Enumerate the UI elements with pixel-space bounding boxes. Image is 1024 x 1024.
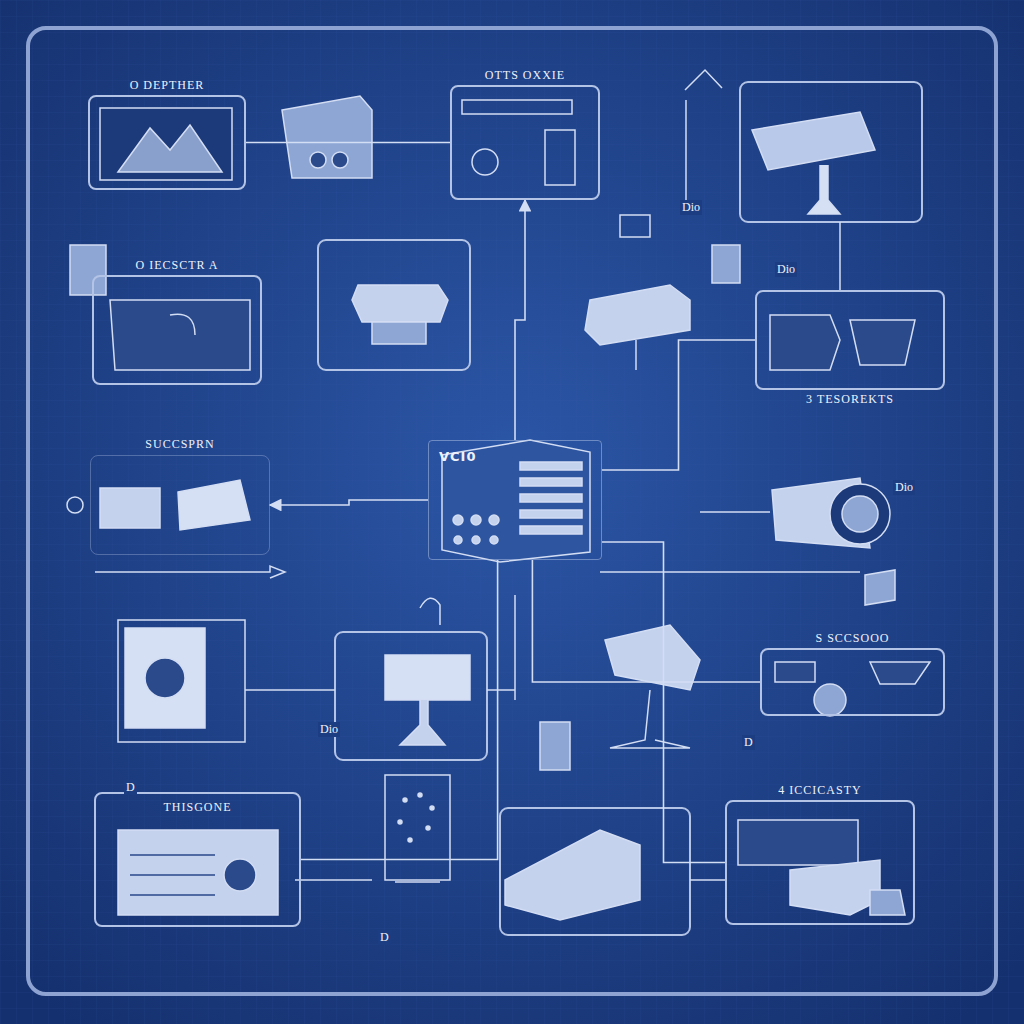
connector [270,500,428,505]
device-box: S SCCSOOO [760,648,945,716]
server-hub: VCI0 [428,440,602,560]
callout-label: D [742,735,755,750]
connector [602,340,755,470]
node-heading: O IECSCTR A [135,258,218,277]
device-box: O IECSCTR A [92,275,262,385]
device-box: O DEPTHER [88,95,246,190]
node-heading: VCI0 [429,441,601,472]
node-heading: O DEPTHER [130,78,205,97]
node-heading: 4 ICCICASTY [778,783,861,802]
callout-label: D [124,780,137,795]
callout-label: D [378,930,391,945]
device-group: SUCCSPRN [90,455,270,555]
node-heading: S SCCSOOO [815,631,889,650]
device-box: THISGONE [94,792,301,927]
connector [301,560,498,860]
connector [532,560,760,682]
callout-label: Dio [775,262,797,277]
device-box: OTTS OXXIE [450,85,600,200]
callout-label: Dio [318,722,340,737]
callout-label: Dio [893,480,915,495]
connector [515,200,525,440]
node-heading: 3 TESOREKTS [806,388,894,407]
connector [602,542,725,863]
device-box: 3 TESOREKTS [755,290,945,390]
node-heading: THISGONE [96,794,299,821]
node-heading: OTTS OXXIE [485,68,565,87]
node-heading: SUCCSPRN [145,437,214,456]
callout-label: Dio [680,200,702,215]
device-box: 4 ICCICASTY [725,800,915,925]
connector [246,142,450,144]
